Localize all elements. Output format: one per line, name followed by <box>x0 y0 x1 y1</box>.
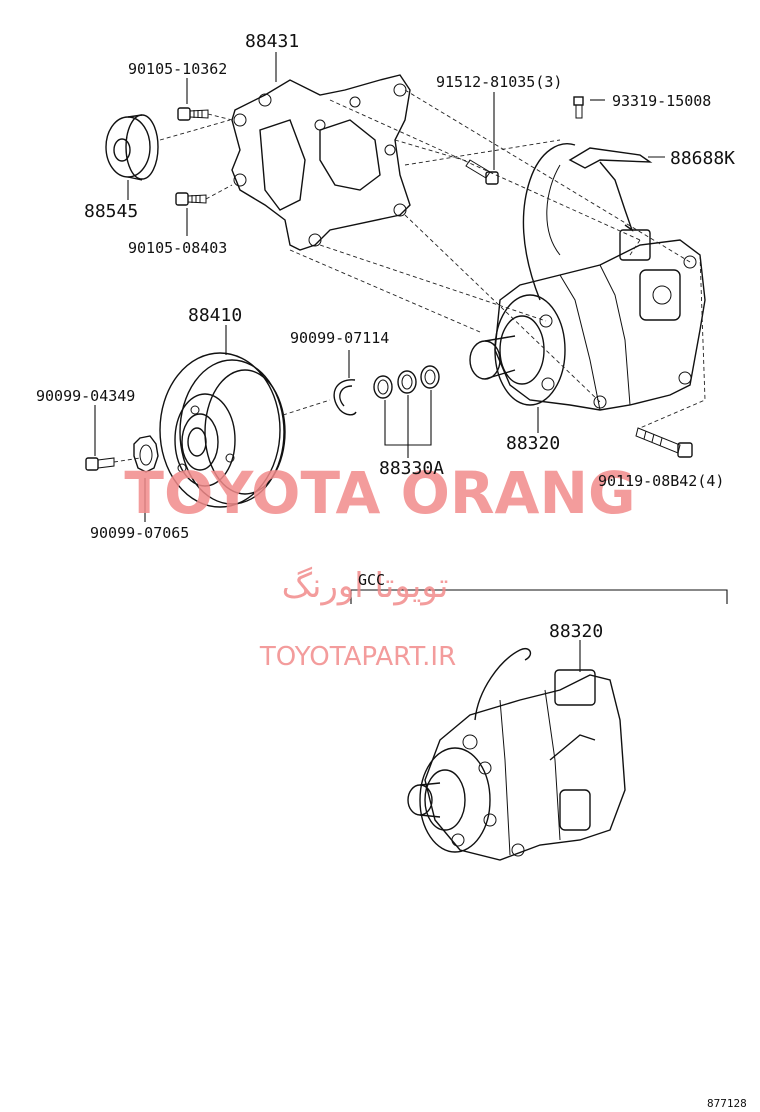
label-shims: 88330A <box>379 458 444 479</box>
snap-ring-drawing <box>333 379 357 416</box>
bolt-four-drawing <box>635 427 693 458</box>
bracket-88431-drawing <box>231 74 411 251</box>
watermark-brand: TOYOTA ORANG <box>124 459 635 527</box>
label-snap-ring: 90099-07114 <box>290 329 389 347</box>
wire-clamp-drawing <box>568 147 653 232</box>
bolt-clutch-drawing <box>85 457 115 471</box>
label-compressor: 88320 <box>506 433 560 454</box>
watermark-site: TOYOTAPART.IR <box>259 642 456 672</box>
label-washer: 90099-07065 <box>90 524 189 542</box>
label-idler-pulley: 88545 <box>84 201 138 222</box>
label-variant-tag: GCC <box>358 571 385 589</box>
label-screw: 93319-15008 <box>612 92 711 110</box>
washer-drawing <box>133 435 159 473</box>
bolt-bottom-drawing <box>175 192 207 206</box>
label-bolt-four: 90119-08B42(4) <box>598 472 724 490</box>
label-bracket: 88431 <box>245 31 299 52</box>
bolt-three-drawing <box>465 159 499 185</box>
screw-drawing <box>573 96 584 119</box>
label-bolt-clutch: 90099-04349 <box>36 387 135 405</box>
clutch-88410-drawing <box>159 352 286 508</box>
label-clutch: 88410 <box>188 305 242 326</box>
bolt-top-drawing <box>177 107 209 121</box>
label-bolt-top: 90105-10362 <box>128 60 227 78</box>
idler-pulley-88545-drawing <box>105 114 159 181</box>
label-bolt-three: 91512-81035(3) <box>436 73 562 91</box>
compressor-gcc-drawing <box>407 648 626 861</box>
watermark-persian: تویوتا اورنگ <box>282 566 449 606</box>
label-wire-clamp: 88688K <box>670 148 735 169</box>
label-diagram-code: 877128 <box>707 1097 747 1110</box>
compressor-88320-drawing <box>469 143 706 411</box>
label-bolt-bottom: 90105-08403 <box>128 239 227 257</box>
label-compressor-gcc: 88320 <box>549 621 603 642</box>
assembly-lines <box>113 89 706 463</box>
shims-drawing <box>373 365 440 399</box>
leader-lines <box>94 52 728 672</box>
